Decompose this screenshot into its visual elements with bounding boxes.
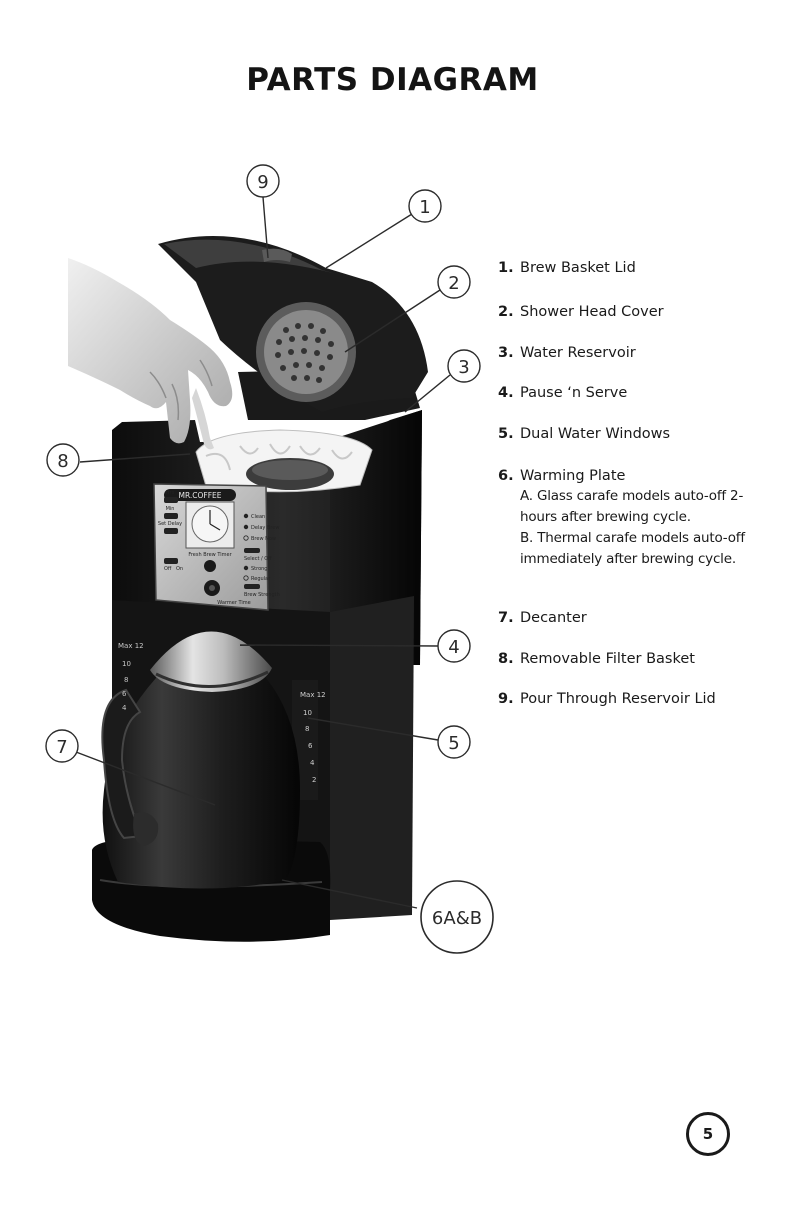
- part-item-2: 2. Shower Head Cover: [498, 302, 778, 322]
- callout-2-label: 2: [448, 273, 459, 294]
- part-number: 2.: [498, 304, 514, 320]
- right-mark-6: 6: [308, 742, 313, 750]
- leader-6: [281, 879, 418, 909]
- callout-6ab-label: 6A&B: [432, 908, 482, 929]
- leader-5: [307, 717, 439, 741]
- callout-4: 4: [437, 629, 471, 663]
- regular-label: Regular: [251, 576, 271, 582]
- left-mark-6: 6: [122, 690, 127, 698]
- off-label: Off: [164, 566, 172, 572]
- set-delay-button: [164, 528, 178, 534]
- callout-6ab: 6A&B: [420, 880, 494, 954]
- part-item-5: 5. Dual Water Windows: [498, 424, 778, 444]
- part-label: Dual Water Windows: [520, 426, 671, 442]
- part-item-3: 3. Water Reservoir: [498, 343, 778, 363]
- callouts: 9 1 2 3 8 4 7 5: [45, 164, 494, 954]
- callout-2: 2: [437, 265, 471, 299]
- callout-1: 1: [408, 189, 442, 223]
- set-delay-label: Set Delay: [158, 521, 182, 527]
- part-label: Water Reservoir: [520, 345, 636, 361]
- part-6-note-a: A. Glass carafe models auto-off 2-hours …: [520, 488, 744, 525]
- hour-button-label: Hrs: [166, 490, 175, 496]
- left-mark-12: Max 12: [118, 642, 144, 650]
- leader-4: [239, 644, 439, 647]
- part-item-4: 4. Pause ‘n Serve: [498, 383, 778, 403]
- page-title: PARTS DIAGRAM: [246, 62, 539, 98]
- filter-basket: [195, 429, 373, 493]
- leader-2: [344, 289, 441, 353]
- part-label: Brew Basket Lid: [520, 260, 636, 276]
- part-label: Warming Plate: [520, 468, 626, 484]
- off-on-button: [164, 558, 178, 564]
- minute-button: [164, 513, 178, 519]
- callout-7-label: 7: [56, 737, 67, 758]
- clock-label: Fresh Brew Timer: [188, 552, 232, 558]
- leader-1: [325, 213, 413, 269]
- callout-4-label: 4: [448, 637, 459, 658]
- part-label: Shower Head Cover: [520, 304, 664, 320]
- part-number: 6.: [498, 468, 514, 484]
- hand-illustration: [68, 258, 233, 450]
- brew-strength-label: Brew Strength: [244, 592, 280, 598]
- right-mark-10: 10: [303, 709, 312, 717]
- part-number: 1.: [498, 260, 514, 276]
- part-item-6: 6. Warming Plate A. Glass carafe models a…: [498, 466, 778, 570]
- part-number: 3.: [498, 345, 514, 361]
- left-mark-10: 10: [122, 660, 131, 668]
- brew-strength-button: [244, 584, 260, 589]
- left-mark-4: 4: [122, 704, 127, 712]
- page-number: 5: [686, 1112, 730, 1156]
- callout-8: 8: [46, 443, 80, 477]
- shower-head-cover: [256, 302, 356, 402]
- hour-button: [164, 497, 178, 503]
- callout-9: 9: [246, 164, 280, 198]
- callout-5-label: 5: [448, 733, 459, 754]
- warmer-time-label: Warmer Time: [217, 600, 250, 606]
- right-mark-4: 4: [310, 759, 315, 767]
- leader-7: [75, 751, 216, 806]
- part-6-note-b: B. Thermal carafe models auto-off immedi…: [520, 530, 745, 567]
- callout-8-label: 8: [57, 451, 68, 472]
- left-mark-8: 8: [124, 676, 128, 684]
- right-mark-8: 8: [305, 725, 309, 733]
- leader-9: [262, 196, 269, 259]
- brew-now-label: Brew Now: [251, 536, 276, 542]
- part-number: 7.: [498, 610, 514, 626]
- select-off-label: Select / Off: [244, 556, 272, 562]
- part-item-1: 1. Brew Basket Lid: [498, 258, 778, 278]
- leader-3: [404, 374, 451, 413]
- part-item-8: 8. Removable Filter Basket: [498, 649, 778, 669]
- callout-3: 3: [447, 349, 481, 383]
- right-mark-2: 2: [312, 776, 316, 784]
- decanter: Max 12 10 8 6 4: [101, 631, 300, 889]
- callout-7: 7: [45, 729, 79, 763]
- leader-lines: [75, 196, 451, 909]
- clean-label: Clean: [251, 514, 265, 520]
- callout-9-label: 9: [257, 172, 268, 193]
- callout-3-label: 3: [458, 357, 469, 378]
- part-label: Decanter: [520, 610, 587, 626]
- brand-label: MR.COFFEE: [178, 491, 221, 500]
- part-number: 9.: [498, 691, 514, 707]
- part-label: Removable Filter Basket: [520, 651, 695, 667]
- on-label: On: [176, 566, 183, 572]
- part-item-7: 7. Decanter: [498, 608, 778, 628]
- part-number: 5.: [498, 426, 514, 442]
- select-off-button: [244, 548, 260, 553]
- part-number: 4.: [498, 385, 514, 401]
- right-mark-12: Max 12: [300, 691, 326, 699]
- part-number: 8.: [498, 651, 514, 667]
- part-item-9: 9. Pour Through Reservoir Lid: [498, 689, 778, 709]
- control-panel: MR.COFFEE Hrs Min Set Delay Off On Fresh…: [153, 483, 280, 611]
- strong-label: Strong: [251, 566, 267, 572]
- delay-brew-label: Delay Brew: [251, 525, 279, 531]
- leader-8: [79, 453, 191, 463]
- callout-5: 5: [437, 725, 471, 759]
- part-label: Pour Through Reservoir Lid: [520, 691, 716, 707]
- callout-1-label: 1: [419, 197, 430, 218]
- part-label: Pause ‘n Serve: [520, 385, 628, 401]
- minute-button-label: Min: [166, 506, 175, 512]
